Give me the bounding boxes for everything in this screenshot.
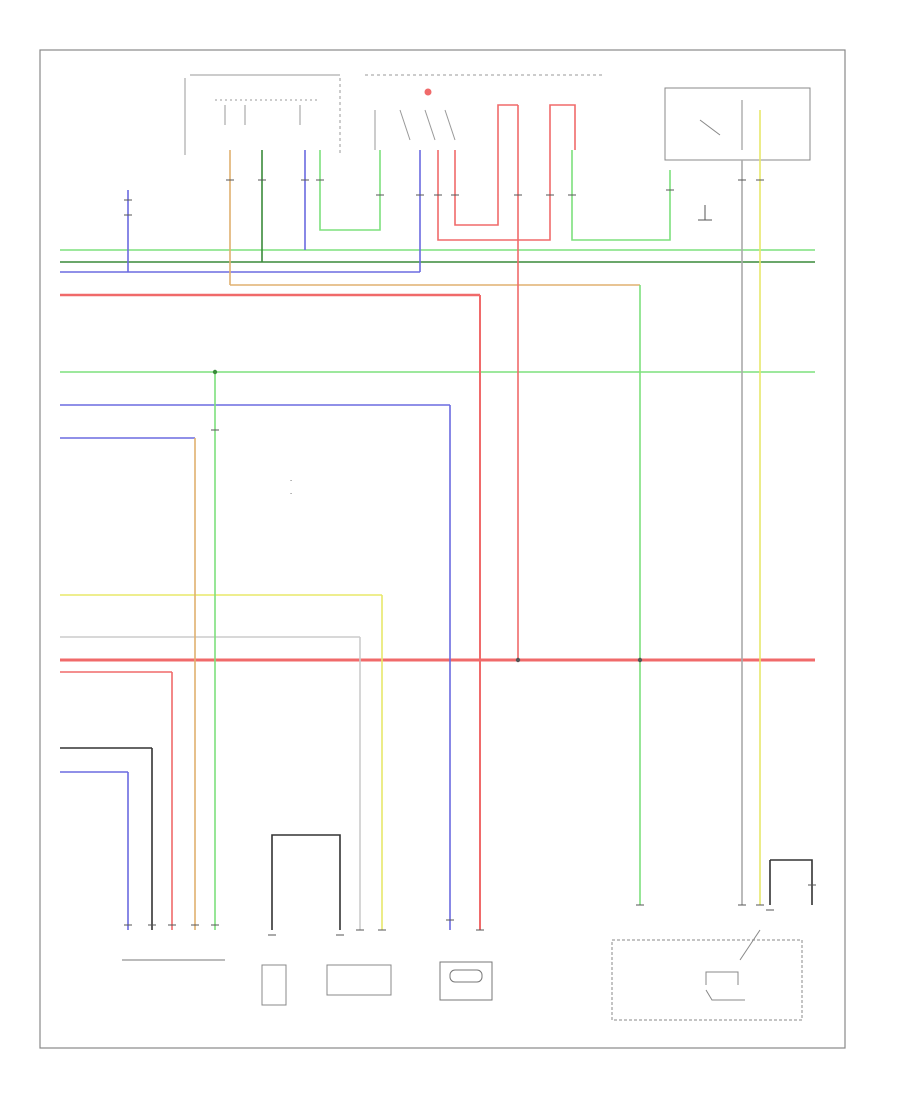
sensor-box-2 xyxy=(326,964,392,996)
splice-points xyxy=(212,369,643,663)
vertical-wires xyxy=(127,104,813,930)
top-right-module xyxy=(664,87,811,161)
top-left-switch xyxy=(184,74,341,155)
fuel-pump-component xyxy=(439,961,493,1001)
bus-wires xyxy=(60,249,815,773)
svg-text:-: - xyxy=(290,490,292,497)
instrument-cluster xyxy=(611,929,803,1021)
connector-ticks xyxy=(124,179,816,936)
sensor-box-1 xyxy=(261,964,287,1006)
note-block: - - xyxy=(290,477,292,497)
ground-symbol-top xyxy=(698,205,712,221)
diagram-border xyxy=(39,49,846,1049)
svg-text:-: - xyxy=(290,477,292,484)
ignition-switch xyxy=(365,74,605,150)
